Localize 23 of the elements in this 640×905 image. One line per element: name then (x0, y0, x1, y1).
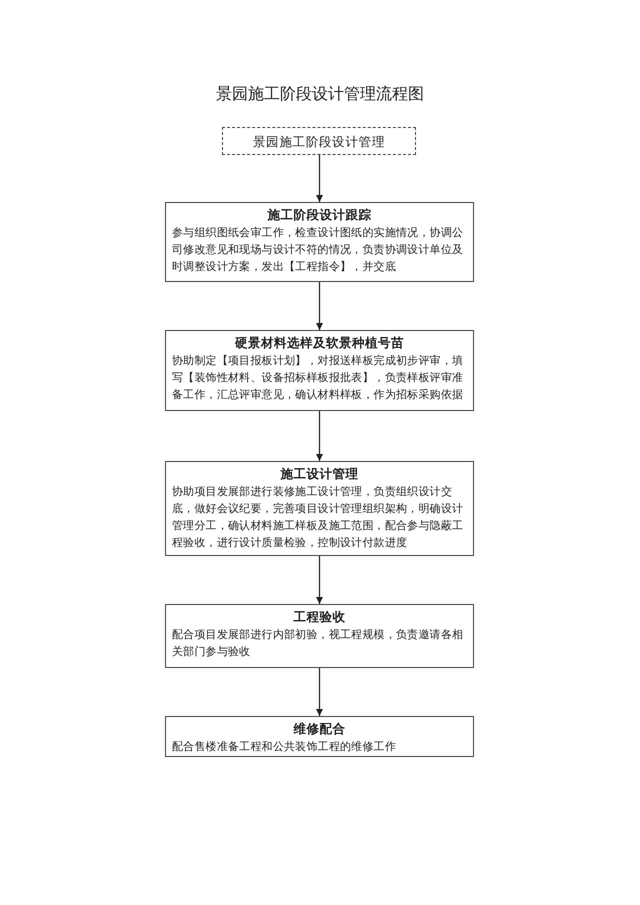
box-title: 维修配合 (292, 720, 346, 738)
box-description: 配合项目发展部进行内部初验，视工程规模，负责邀请各相关部门参与验收 (172, 627, 464, 660)
process-box (165, 461, 474, 556)
process-box (165, 202, 474, 282)
arrow (316, 282, 324, 330)
diagram-title: 景园施工阶段设计管理流程图 (215, 84, 425, 105)
process-box (165, 330, 474, 411)
box-title: 工程验收 (292, 608, 346, 626)
process-box (165, 604, 474, 668)
arrow (316, 668, 324, 716)
process-box (165, 716, 474, 757)
box-title: 施工阶段设计跟踪 (266, 206, 372, 224)
box-description: 协助制定【项目报板计划】，对报送样板完成初步评审，填写【装饰性材料、设备招标样板报批表】，负责样板评审准备工作，汇总评审意见，确认材料样板，作为招标采购依据 (172, 353, 464, 403)
arrow (316, 155, 324, 202)
box-title: 景园施工阶段设计管理 (253, 132, 385, 150)
box-description: 协助项目发展部进行装修施工设计管理，负责组织设计交底，做好会议纪要，完善项目设计管理组织架构，明确设计管理分工，确认材料施工样板及施工范围，配合参与隐蔽工程验收，进行设计质量检验，控制设计付款进度 (172, 484, 464, 551)
start-box (222, 127, 416, 155)
arrow (316, 411, 324, 461)
arrow (316, 556, 324, 604)
box-description: 参与组织图纸会审工作，检查设计图纸的实施情况，协调公司修改意见和现场与设计不符的情况，负责协调设计单位及时调整设计方案，发出【工程指令】，并交底 (172, 225, 464, 275)
box-title: 施工设计管理 (279, 465, 360, 483)
box-description: 配合售楼准备工程和公共装饰工程的维修工作 (172, 739, 397, 755)
box-title: 硬景材料选样及软景种植号苗 (234, 334, 405, 352)
